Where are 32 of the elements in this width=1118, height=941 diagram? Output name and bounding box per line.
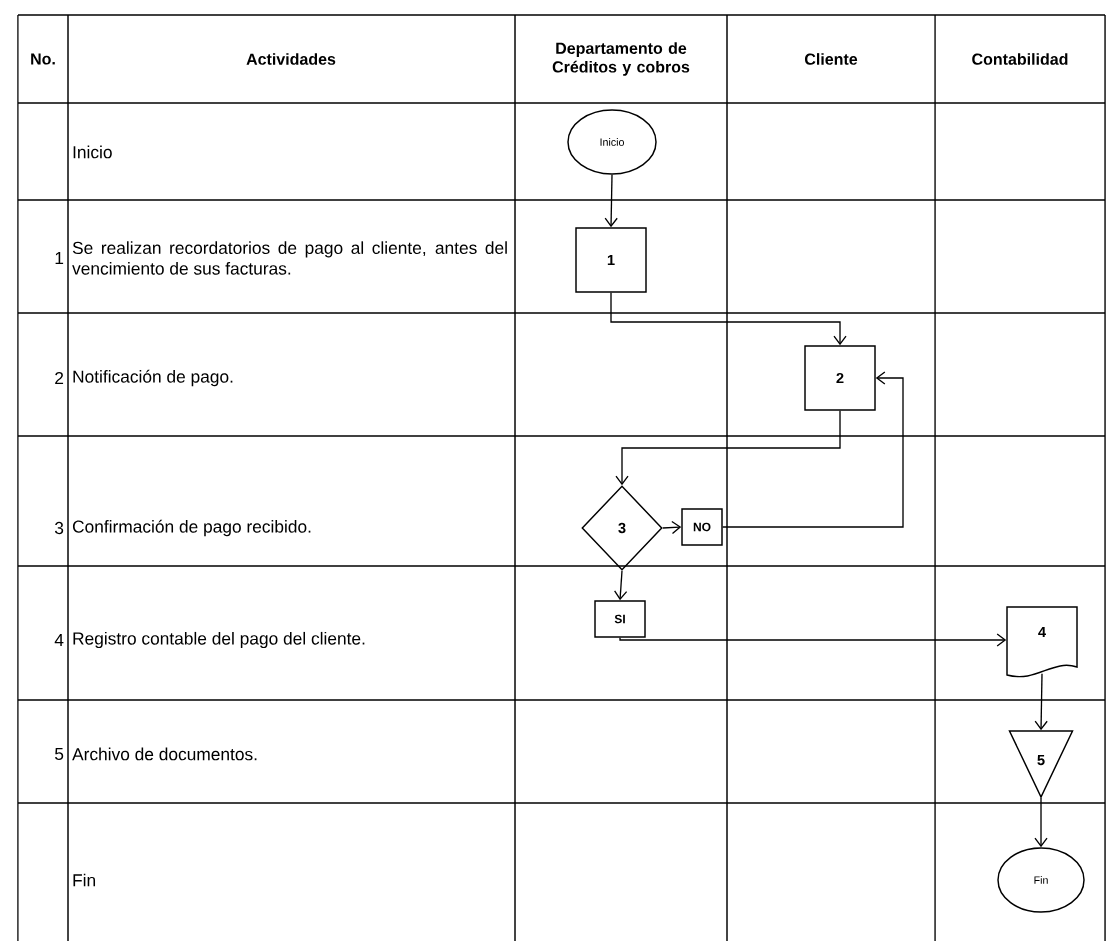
activity-text: Se realizan recordatorios de pago al cliente, antes del vencimiento de sus facturas. xyxy=(72,241,507,275)
column-header: Actividades xyxy=(246,53,336,65)
process-box: SI xyxy=(594,600,646,638)
activity-text: Archivo de documentos. xyxy=(72,747,257,761)
column-header: Contabilidad xyxy=(972,53,1068,65)
arrow xyxy=(604,174,618,228)
arrow xyxy=(613,570,628,601)
arrow xyxy=(1034,797,1048,848)
arrow xyxy=(619,633,1007,647)
row-number: 5 xyxy=(55,747,64,761)
activity-text: Registro contable del pago del cliente. xyxy=(73,631,365,649)
column-header: No. xyxy=(31,53,55,65)
column-header: Cliente xyxy=(805,53,858,65)
row-number: 3 xyxy=(54,521,64,535)
arrow xyxy=(615,410,841,486)
row-number: 2 xyxy=(55,371,64,385)
activity-text: Fin xyxy=(73,873,95,887)
activity-text: Inicio xyxy=(73,145,112,159)
terminal-oval: Fin xyxy=(997,847,1085,913)
activity-text: Notificación de pago. xyxy=(73,369,233,387)
column-header: Departamento de Créditos y cobros xyxy=(552,42,690,76)
arrow xyxy=(662,520,682,535)
process-box: 2 xyxy=(804,345,876,411)
terminal-oval: Inicio xyxy=(567,109,657,175)
process-box: 1 xyxy=(575,227,647,293)
activity-text: Confirmación de pago recibido. xyxy=(72,519,311,537)
row-number: 1 xyxy=(55,252,64,264)
arrow xyxy=(722,371,904,528)
arrow xyxy=(1034,673,1048,731)
arrow xyxy=(610,292,847,346)
process-box: NO xyxy=(681,508,723,546)
row-number: 4 xyxy=(54,634,64,646)
